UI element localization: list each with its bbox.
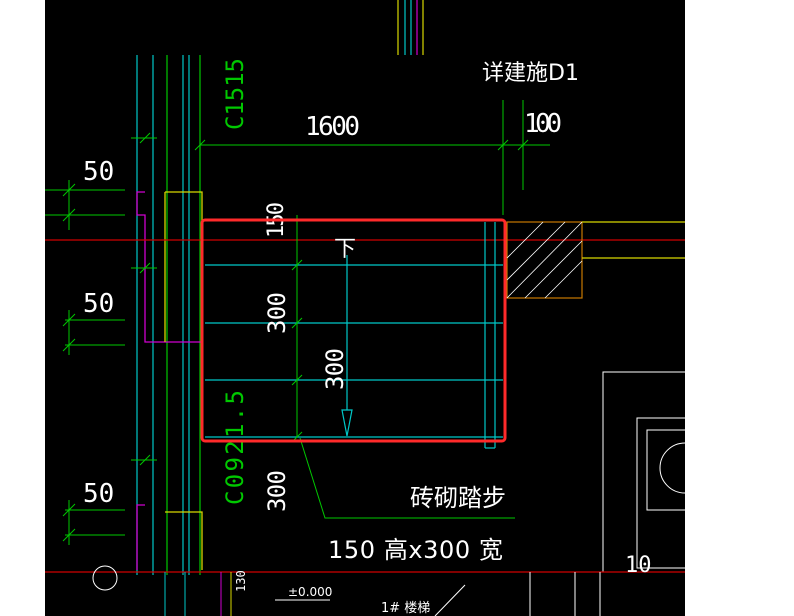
dimension-bottom-10: 10 [625, 553, 652, 578]
stair-plan [205, 215, 503, 449]
dimension-left-150-b: 150 [45, 376, 46, 410]
elevation-label: ±0.000 [288, 585, 332, 599]
stair-spec: 150 高x300 宽 [328, 536, 503, 564]
right-hatched-wall [506, 221, 685, 299]
cad-drawing-canvas[interactable]: 详建施D1 1600 100 50 50 50 150 150 C1515 C0… [45, 0, 685, 616]
dimension-tread-300-b: 300 [321, 348, 349, 390]
dimension-left-50-b: 50 [83, 289, 114, 319]
dimension-bottom-130: 130 [234, 570, 248, 592]
title-note: 详建施D1 [482, 61, 579, 86]
stair-direction: 下 [334, 237, 356, 262]
top-dimension [194, 100, 550, 215]
callout-leader [299, 437, 515, 519]
highlight-box[interactable] [200, 218, 507, 443]
dimension-1600: 1600 [305, 112, 360, 142]
dimension-bottom-300: 300 [263, 470, 291, 512]
stair-callout: 砖砌踏步 [410, 484, 506, 512]
left-wall [136, 55, 203, 575]
top-vertical-lines [397, 0, 424, 55]
wall-tag-top: C1515 [221, 58, 249, 130]
dimension-tread-300-a: 300 [263, 292, 291, 334]
dimension-left-50-c: 50 [83, 479, 114, 509]
bottom-strip [45, 565, 685, 616]
cad-drawing: 详建施D1 1600 100 50 50 50 150 150 C1515 C0… [45, 0, 685, 616]
dimension-left-50-a: 50 [83, 157, 114, 187]
dimension-100: 100 [524, 109, 562, 139]
wall-tag-left: C0921.5 [221, 390, 249, 505]
left-dimensions [45, 132, 157, 545]
stair-label: 1# 楼梯 [381, 601, 430, 616]
dimension-left-150-a: 150 [45, 231, 46, 265]
right-fixture [602, 371, 685, 573]
